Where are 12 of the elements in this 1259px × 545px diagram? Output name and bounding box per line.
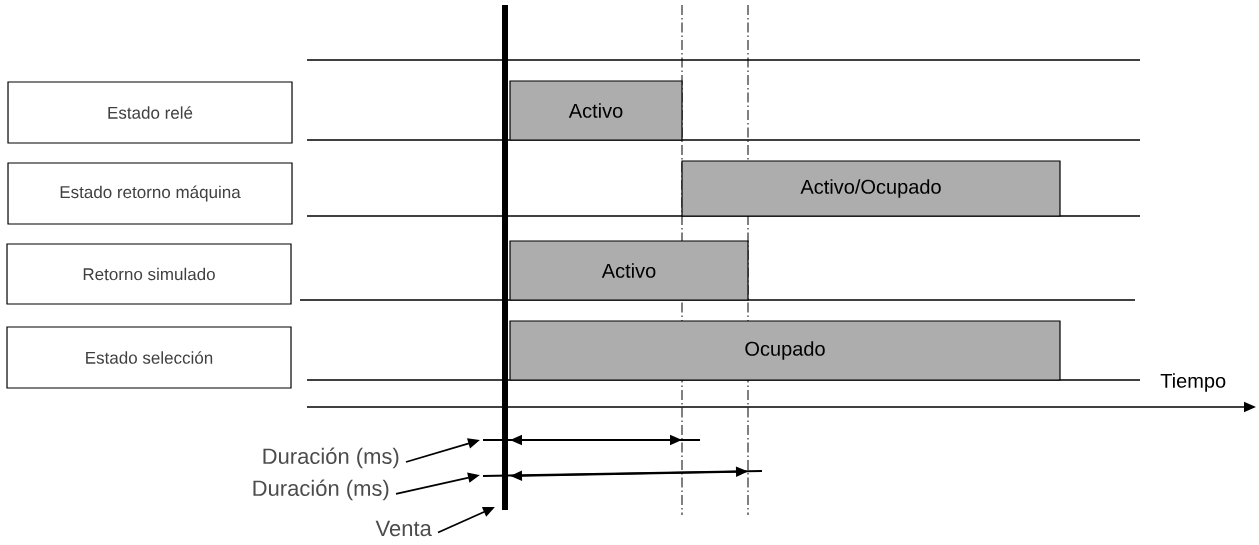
row-label-box: Estado relé	[7, 81, 293, 144]
annotation-text: Duración (ms)	[263, 447, 399, 469]
row-label-box: Estado retorno máquina	[7, 162, 293, 225]
axis-label: Tiempo	[1160, 373, 1226, 392]
state-bar: Activo	[509, 240, 749, 301]
annotation-text: Duración (ms)	[253, 479, 389, 501]
row-label-box: Estado selección	[6, 326, 292, 389]
state-bar: Ocupado	[509, 320, 1061, 381]
state-bar: Activo/Ocupado	[681, 160, 1061, 217]
annotation-text: Venta	[375, 520, 432, 537]
state-bar: Activo	[509, 80, 683, 141]
row-label-box: Retorno simulado	[6, 243, 292, 305]
